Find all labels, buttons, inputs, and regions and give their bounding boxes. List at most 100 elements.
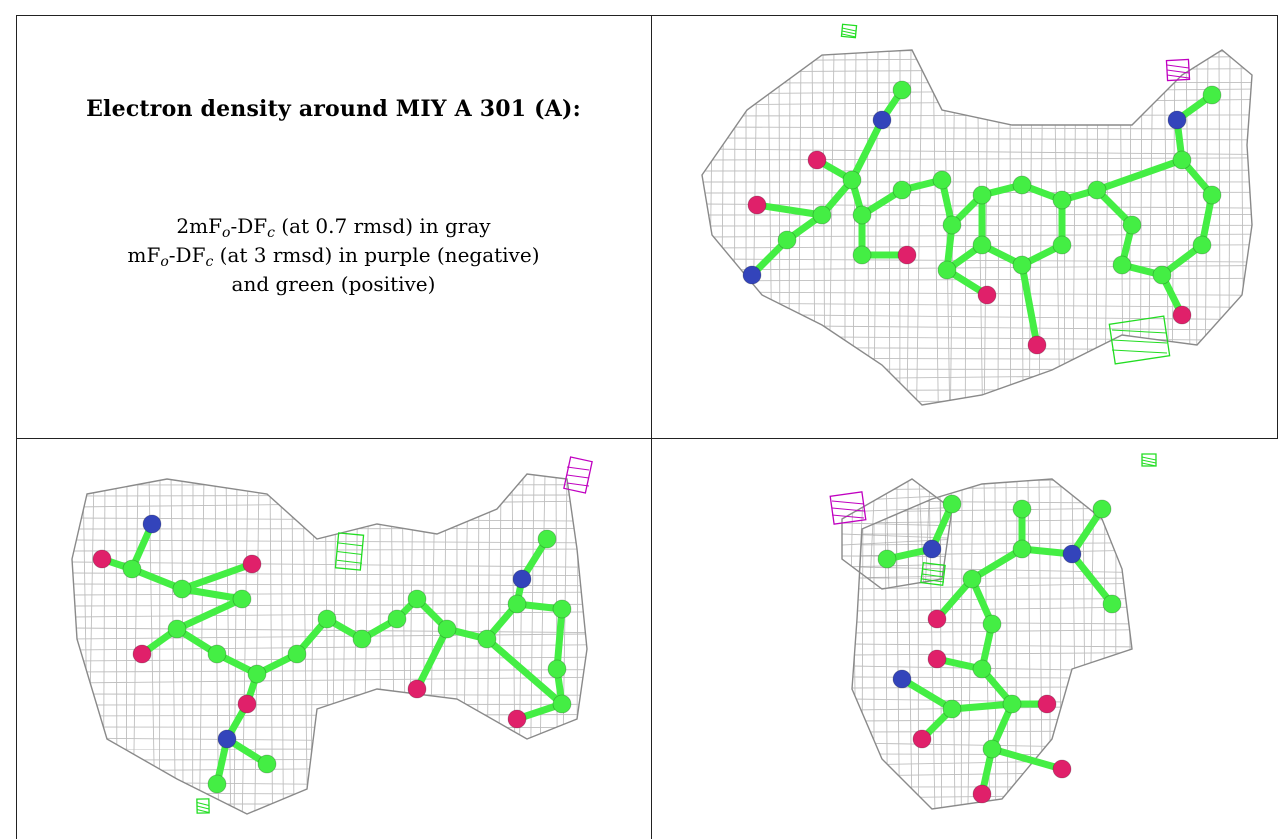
bond <box>553 605 566 673</box>
carbon-atom <box>172 579 192 599</box>
table-left-border <box>16 15 17 839</box>
nitrogen-atom <box>1062 544 1082 564</box>
carbon-atom <box>287 644 307 664</box>
figure-table: Electron density around MIY A 301 (A): 2… <box>16 15 1278 839</box>
carbon-atom <box>1012 255 1032 275</box>
carbon-atom <box>407 589 427 609</box>
carbon-atom <box>892 180 912 200</box>
carbon-atom <box>1012 539 1032 559</box>
molecule-density-image-2 <box>71 456 593 815</box>
nitrogen-atom <box>512 569 532 589</box>
oxygen-atom <box>972 784 992 804</box>
carbon-atom <box>1152 265 1172 285</box>
carbon-atom <box>892 80 912 100</box>
oxygen-atom <box>927 649 947 669</box>
density-view-bottom-right <box>652 439 1278 839</box>
caption-cell: Electron density around MIY A 301 (A): 2… <box>16 15 651 438</box>
negative-difference-mesh <box>829 491 867 525</box>
bond <box>178 560 256 593</box>
carbon-atom <box>507 594 527 614</box>
density-view-top-right <box>652 15 1277 438</box>
positive-difference-mesh <box>920 562 946 586</box>
carbon-atom <box>207 644 227 664</box>
nitrogen-atom <box>742 265 762 285</box>
bond <box>1093 156 1186 194</box>
carbon-atom <box>942 494 962 514</box>
carbon-atom <box>1122 215 1142 235</box>
carbon-atom <box>1012 499 1032 519</box>
nitrogen-atom <box>892 669 912 689</box>
nitrogen-atom <box>217 729 237 749</box>
carbon-atom <box>537 529 557 549</box>
carbon-atom <box>547 659 567 679</box>
legend-line-2fofc: 2mFo-DFc (at 0.7 rmsd) in gray <box>176 214 491 241</box>
bond <box>948 700 1016 713</box>
oxygen-atom <box>1172 305 1192 325</box>
carbon-atom <box>352 629 372 649</box>
oxygen-atom <box>1037 694 1057 714</box>
mesh-outline <box>701 49 1253 406</box>
negative-difference-mesh <box>1165 58 1191 82</box>
carbon-atom <box>982 739 1002 759</box>
carbon-atom <box>552 599 572 619</box>
nitrogen-atom <box>922 539 942 559</box>
carbon-atom <box>1202 185 1222 205</box>
carbon-atom <box>942 215 962 235</box>
oxygen-atom <box>977 285 997 305</box>
carbon-atom <box>972 185 992 205</box>
oxygen-atom <box>132 644 152 664</box>
carbon-atom <box>1112 255 1132 275</box>
table-column-divider <box>651 15 652 839</box>
bond <box>753 201 826 219</box>
carbon-atom <box>937 260 957 280</box>
carbon-atom <box>1202 85 1222 105</box>
carbon-atom <box>437 619 457 639</box>
bond <box>1068 505 1106 558</box>
oxygen-atom <box>747 195 767 215</box>
carbon-atom <box>812 205 832 225</box>
map-legend: 2mFo-DFc (at 0.7 rmsd) in gray mFo-DFc (… <box>16 212 651 299</box>
oxygen-atom <box>897 245 917 265</box>
carbon-atom <box>387 609 407 629</box>
carbon-atom <box>207 774 227 794</box>
bond <box>178 585 246 603</box>
bond <box>968 545 1026 583</box>
negative-difference-mesh <box>563 456 593 494</box>
oxygen-atom <box>807 150 827 170</box>
oxygen-atom <box>912 729 932 749</box>
carbon-atom <box>852 205 872 225</box>
carbon-atom <box>942 699 962 719</box>
carbon-atom <box>317 609 337 629</box>
oxygen-atom <box>92 549 112 569</box>
molecule-density-image-1 <box>701 23 1253 406</box>
carbon-atom <box>1092 499 1112 519</box>
nitrogen-atom <box>1167 110 1187 130</box>
table-top-border <box>16 15 1278 16</box>
density-view-bottom-left <box>17 439 651 839</box>
carbon-atom <box>1052 235 1072 255</box>
bond <box>988 745 1066 773</box>
positive-difference-mesh <box>840 23 858 39</box>
bond <box>898 675 956 713</box>
oxygen-atom <box>1052 759 1072 779</box>
nitrogen-atom <box>142 514 162 534</box>
oxygen-atom <box>507 709 527 729</box>
carbon-atom <box>1052 190 1072 210</box>
bond <box>1068 550 1116 608</box>
carbon-atom <box>1102 594 1122 614</box>
positive-difference-mesh <box>1108 315 1171 365</box>
bond <box>1018 261 1041 349</box>
carbon-atom <box>877 549 897 569</box>
carbon-atom <box>232 589 252 609</box>
bond <box>413 625 451 693</box>
bond <box>173 595 246 633</box>
carbon-atom <box>932 170 952 190</box>
bond <box>483 635 566 708</box>
nitrogen-atom <box>872 110 892 130</box>
molecule-density-image-3 <box>829 453 1157 810</box>
ball-and-stick-model <box>877 494 1122 804</box>
oxygen-atom <box>407 679 427 699</box>
carbon-atom <box>257 754 277 774</box>
carbon-atom <box>122 559 142 579</box>
carbon-atom <box>852 245 872 265</box>
